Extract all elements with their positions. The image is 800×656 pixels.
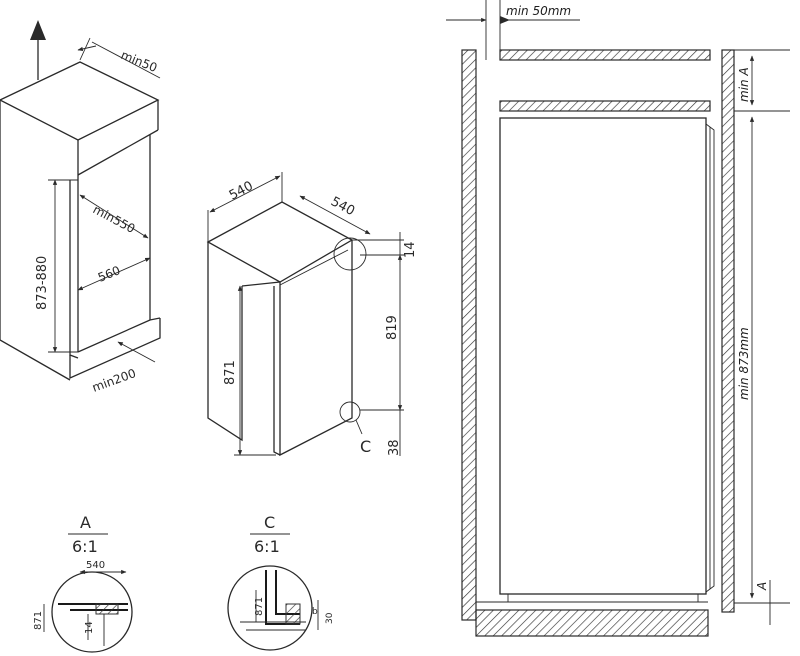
detail-a-width: 540 xyxy=(86,560,105,571)
niche-3d-view: min50 873-880 min550 560 min200 xyxy=(0,20,161,395)
dim-niche-width: 560 xyxy=(77,257,151,291)
detail-a: A 6:1 540 871 14 xyxy=(33,513,133,653)
right-wall xyxy=(721,49,735,613)
dim-appliance-height-label: 871 xyxy=(223,360,238,385)
dim-bottom-vent-label: min200 xyxy=(90,366,138,395)
dim-niche-height-label: 873-880 xyxy=(35,256,50,310)
detail-a-circle xyxy=(51,571,133,653)
dim-appliance-depth-label: 540 xyxy=(328,194,357,219)
appliance-top-panel xyxy=(499,100,711,112)
dim-niche-width-label: 560 xyxy=(96,263,122,285)
dim-appliance-height: 871 xyxy=(223,285,276,456)
detail-c: C 6:1 871 30 b xyxy=(227,513,335,651)
dim-niche-depth: min550 xyxy=(79,194,149,239)
detail-a-label: A xyxy=(80,513,91,532)
detail-c-label: C xyxy=(264,513,275,532)
detail-a-gap: 14 xyxy=(84,621,95,634)
detail-a-scale: 6:1 xyxy=(72,537,98,556)
dim-appliance-width-label: 540 xyxy=(227,179,256,204)
detail-c-scale: 6:1 xyxy=(254,537,280,556)
appliance-3d-view: C 540 540 871 14 819 38 xyxy=(206,172,418,457)
dim-appliance-depth: 540 xyxy=(299,194,371,235)
dim-appliance-width: 540 xyxy=(207,172,283,242)
dim-top-clearance-label: min50 xyxy=(119,48,159,75)
dim-top-clearance: min50 xyxy=(77,37,161,79)
detail-marker-c: C xyxy=(360,437,371,456)
top-gap-label: min 50mm xyxy=(506,4,571,18)
svg-text:b: b xyxy=(312,607,318,617)
detail-c-offset: 30 xyxy=(325,612,335,624)
dim-niche-depth-label: min550 xyxy=(91,202,138,236)
dim-top-offset-label: 14 xyxy=(403,241,418,258)
dim-bottom-vent: min200 xyxy=(90,341,156,395)
left-wall xyxy=(461,49,477,621)
a-label: A xyxy=(755,582,769,591)
min-a-label: min A xyxy=(737,67,751,102)
niche-top-slab xyxy=(0,61,160,141)
floor-plinth xyxy=(475,609,709,637)
dim-door-span-label: 819 xyxy=(385,315,400,340)
appliance-body xyxy=(499,117,707,595)
dim-niche-height: 873-880 xyxy=(35,179,78,353)
detail-a-height: 871 xyxy=(33,611,44,630)
detail-circle-top xyxy=(333,237,367,271)
detail-c-circle xyxy=(227,565,313,651)
detail-c-height: 871 xyxy=(254,597,265,616)
dim-appliance-right: 14 819 38 xyxy=(352,232,418,456)
section-view: min 50mm min A min 873mm A xyxy=(446,0,790,637)
detail-circle-bottom xyxy=(339,401,361,423)
top-shelf xyxy=(499,49,711,61)
dim-bottom-offset-label: 38 xyxy=(387,439,402,456)
airflow-up-arrow-icon xyxy=(30,20,46,80)
min-height-label: min 873mm xyxy=(737,327,751,400)
